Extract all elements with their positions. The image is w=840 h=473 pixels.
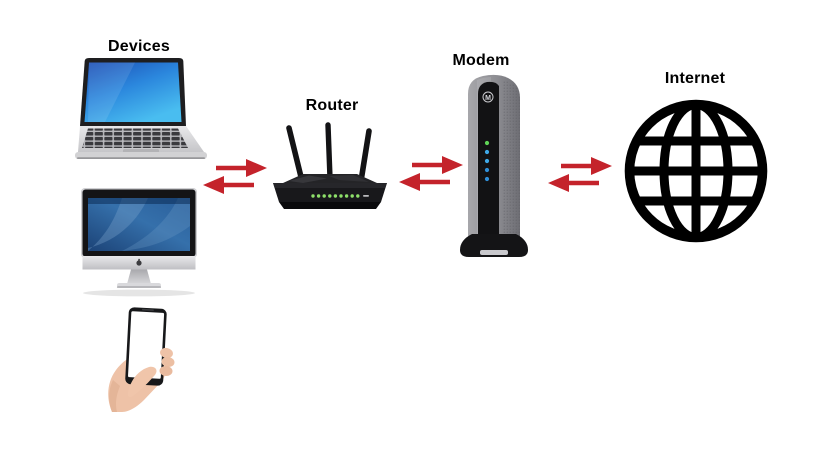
imac-image: [81, 188, 197, 297]
internet-globe-icon: [624, 99, 768, 243]
svg-text:M: M: [485, 95, 491, 102]
laptop-base: [75, 126, 207, 159]
arrow-right-icon: [561, 157, 612, 175]
modem-base: [460, 234, 528, 257]
smartphone: [125, 307, 167, 386]
router-leds: [311, 194, 369, 198]
modem-leds: [484, 140, 490, 182]
motorola-logo: M: [482, 91, 494, 103]
laptop-keyboard: [82, 128, 188, 148]
smartphone-hand-image: [108, 307, 175, 412]
imac-display: [81, 188, 197, 258]
apple-logo-icon: [136, 260, 142, 266]
label-internet: Internet: [664, 70, 726, 87]
label-modem: Modem: [452, 52, 510, 69]
label-router: Router: [305, 97, 359, 114]
hand-fingers: [127, 347, 175, 398]
imac-shadow: [83, 289, 195, 297]
imac-chin: [82, 256, 196, 270]
hand-thumb: [127, 366, 157, 398]
arrows-modem-internet: [548, 157, 612, 192]
router-body: [273, 174, 387, 209]
laptop-screen: [84, 62, 182, 122]
smartphone-screen: [128, 311, 165, 379]
laptop-lid: [80, 58, 186, 126]
arrow-right-icon: [216, 159, 267, 177]
router-image: [273, 122, 387, 209]
arrows-router-modem: [399, 156, 463, 191]
arrow-left-icon: [548, 174, 599, 192]
arrow-right-icon: [412, 156, 463, 174]
router-antennas: [286, 122, 372, 184]
imac-screen: [88, 198, 190, 251]
arrows-devices-router: [203, 159, 267, 194]
arrow-left-icon: [399, 173, 450, 191]
arrow-left-icon: [203, 176, 254, 194]
label-devices: Devices: [108, 38, 170, 55]
modem-image: M: [460, 74, 528, 257]
laptop-image: [75, 58, 207, 159]
imac-stand: [117, 269, 161, 288]
